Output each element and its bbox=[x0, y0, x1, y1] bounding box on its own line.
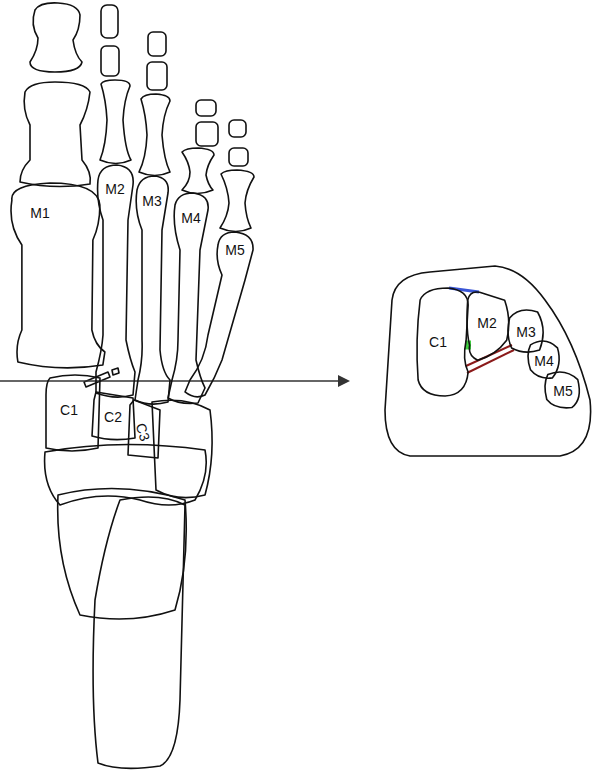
phalanx-bone bbox=[100, 80, 131, 164]
bone-shape bbox=[128, 400, 160, 458]
bone-shape bbox=[168, 193, 208, 403]
bone-label: C1 bbox=[60, 403, 78, 417]
bone-label: M2 bbox=[105, 182, 124, 196]
bone-shape bbox=[185, 232, 253, 397]
phalanx-bone bbox=[196, 122, 218, 146]
bone-label: C3 bbox=[134, 421, 153, 442]
bone-label: M5 bbox=[225, 243, 244, 257]
bone-shape bbox=[417, 288, 468, 396]
phalanx-bone bbox=[101, 46, 119, 76]
bone-label: M3 bbox=[142, 194, 161, 208]
bone-label: M4 bbox=[181, 211, 200, 225]
calcaneus-bone bbox=[93, 497, 185, 768]
phalanx-bone bbox=[182, 148, 214, 194]
phalanx-bone bbox=[148, 32, 166, 56]
bone-label: C1 bbox=[429, 335, 447, 349]
phalanx-bone bbox=[101, 5, 118, 38]
bone-node: M1 bbox=[9, 181, 107, 370]
bone-label: M3 bbox=[516, 325, 535, 339]
foot-cross-section bbox=[385, 266, 591, 456]
bone-node: M3 bbox=[133, 174, 172, 406]
bone-shape bbox=[46, 375, 100, 451]
bone-shape bbox=[545, 372, 579, 408]
bone-shape bbox=[467, 292, 509, 360]
bone-node: M4 bbox=[526, 339, 561, 380]
navicular-bone bbox=[45, 444, 207, 505]
bone-shape bbox=[508, 310, 543, 352]
bone-node: M4 bbox=[166, 191, 210, 405]
bone-label: C2 bbox=[104, 410, 122, 424]
bone-label: M4 bbox=[534, 354, 553, 368]
phalanx-bone bbox=[229, 120, 246, 137]
ligament-line bbox=[467, 350, 514, 373]
phalanx-bone bbox=[196, 100, 216, 116]
bone-label: M2 bbox=[477, 316, 496, 330]
bone-outline bbox=[133, 174, 172, 406]
phalanx-bone bbox=[20, 82, 90, 187]
bone-outline bbox=[94, 163, 137, 399]
ligament-marker bbox=[112, 368, 119, 375]
phalanx-bone bbox=[229, 148, 248, 166]
bone-shape bbox=[11, 183, 105, 368]
bone-shape bbox=[135, 176, 170, 404]
phalanx-bone bbox=[30, 3, 82, 72]
bone-node: M5 bbox=[543, 370, 581, 410]
bone-node: M2 bbox=[465, 290, 511, 362]
bone-label: M5 bbox=[553, 384, 572, 398]
talus-bone bbox=[58, 489, 187, 619]
bone-node: M5 bbox=[183, 230, 255, 399]
bone-outline bbox=[9, 181, 107, 370]
bone-node: C1 bbox=[415, 286, 470, 398]
bone-node: M2 bbox=[94, 163, 137, 399]
ligament-marker bbox=[84, 372, 110, 387]
phalanx-bone bbox=[220, 170, 254, 232]
bone-label: M1 bbox=[30, 206, 49, 220]
bone-shape bbox=[96, 165, 135, 397]
section-arrowhead bbox=[338, 375, 350, 387]
phalanx-bone bbox=[147, 62, 167, 90]
bone-node: M3 bbox=[506, 308, 545, 354]
bone-node: C3 bbox=[126, 398, 162, 460]
phalanx-bone bbox=[139, 94, 170, 176]
